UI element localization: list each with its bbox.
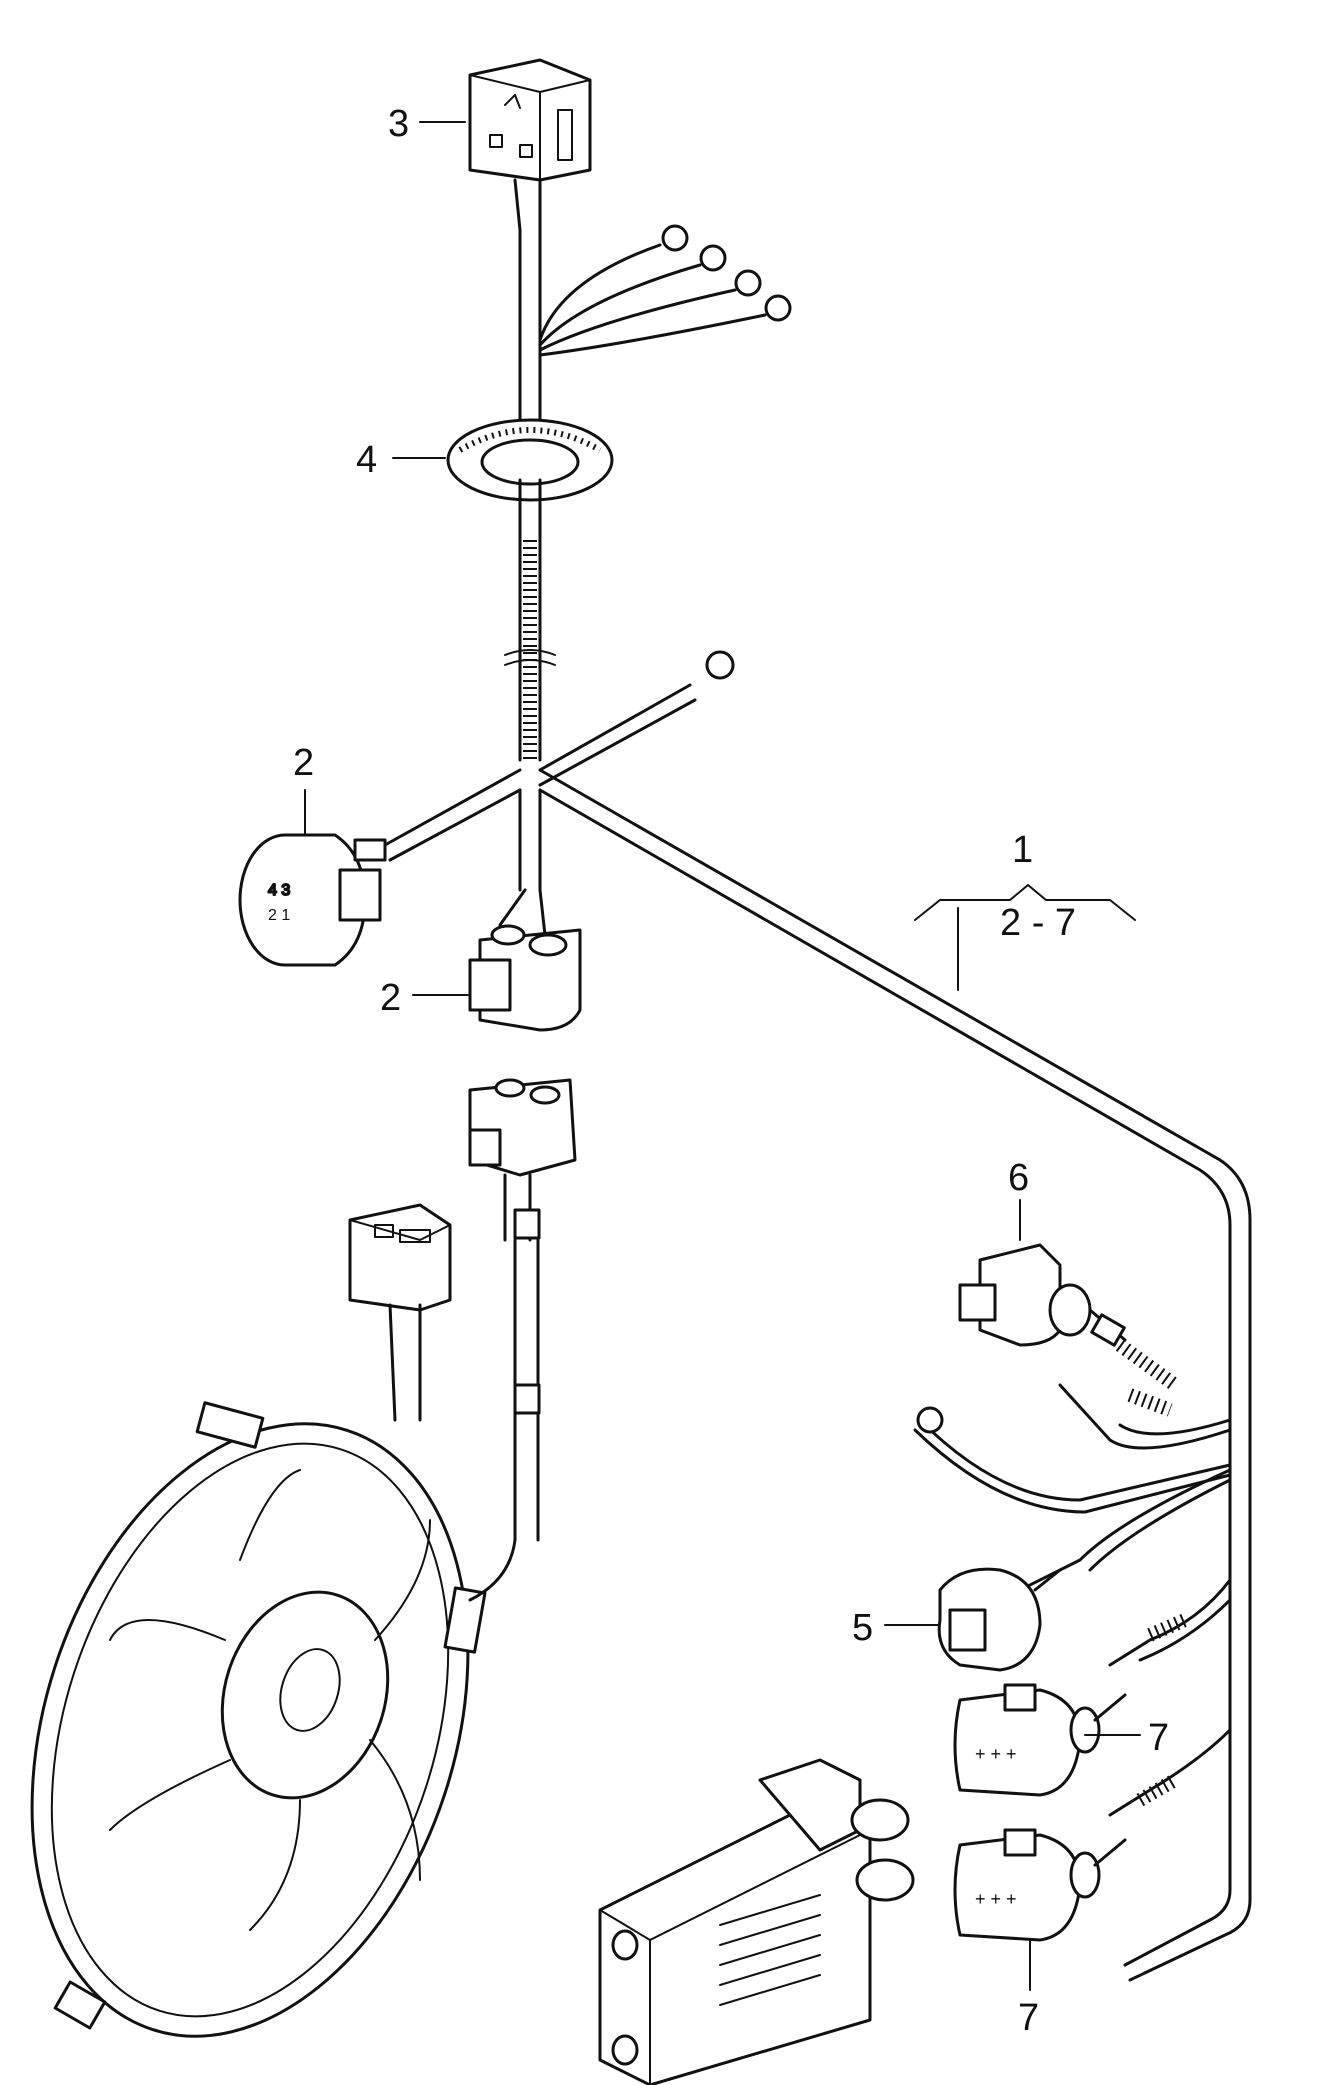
connector-7b-drawing: + + + — [953, 1828, 1127, 1942]
relay-socket-drawing — [468, 58, 592, 232]
connector-5-drawing — [937, 1567, 1062, 1672]
callout-4: 4 — [356, 439, 377, 481]
connector-6-drawing — [958, 1243, 1180, 1391]
grommet-drawing — [446, 418, 614, 542]
callout-1-range: 2 - 7 — [1000, 902, 1076, 944]
callout-leaders — [304, 121, 1141, 1991]
callout-7-b: 7 — [1018, 1997, 1039, 2039]
connector-7a-drawing: + + + — [953, 1683, 1127, 1797]
fan-plug-drawing — [348, 1203, 452, 1422]
svg-text:+ + +: + + + — [975, 1889, 1017, 1909]
mating-connector-drawing — [468, 1078, 577, 1542]
svg-text:+ + +: + + + — [975, 1744, 1017, 1764]
callout-1: 1 — [1012, 829, 1033, 871]
ring-terminals — [661, 224, 944, 1434]
callout-6: 6 — [1008, 1157, 1029, 1199]
callout-labels: 3 4 2 2 1 2 - 7 6 5 7 7 — [293, 103, 1169, 2039]
callout-2-left: 2 — [293, 742, 314, 784]
svg-text:2 1: 2 1 — [268, 907, 290, 924]
connector-2-left-drawing: 4 3 2 1 — [238, 833, 387, 967]
svg-text:4 3: 4 3 — [268, 882, 290, 899]
control-module-drawing — [598, 1758, 915, 2085]
callout-3: 3 — [388, 103, 409, 145]
callout-2-mid: 2 — [380, 977, 401, 1019]
connector-2-mid-drawing — [468, 888, 582, 1032]
harness-wires — [383, 228, 1252, 1982]
callout-7-a: 7 — [1148, 1717, 1169, 1759]
radiator-fan-drawing — [30, 1401, 517, 2038]
callout-5: 5 — [852, 1607, 873, 1649]
